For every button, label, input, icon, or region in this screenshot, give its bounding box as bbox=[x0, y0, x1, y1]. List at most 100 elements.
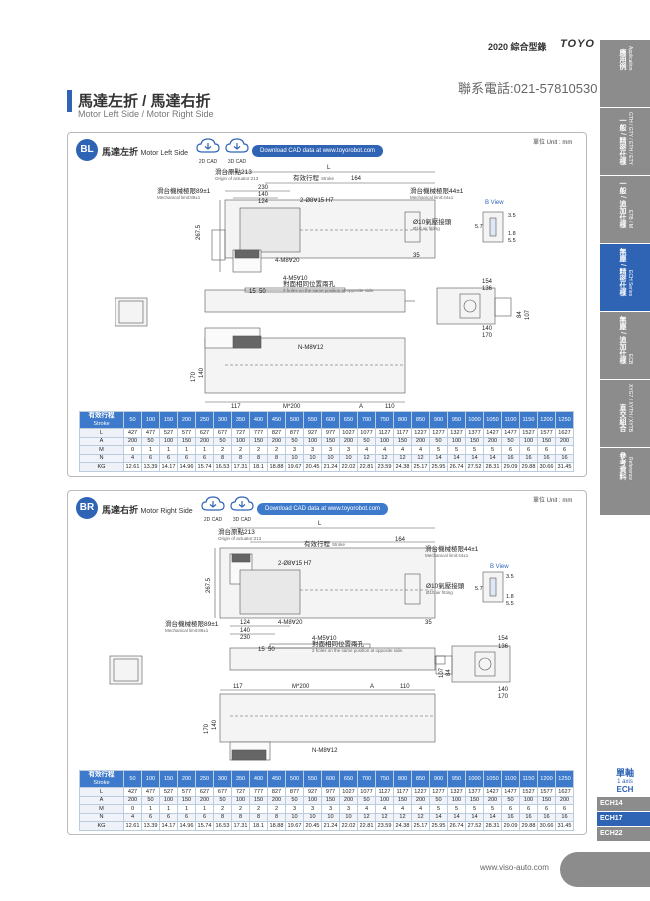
download-cad-link[interactable]: Download CAD data at www.toyorobot.com bbox=[252, 145, 384, 157]
table-cell: 10 bbox=[303, 453, 322, 463]
table-cell: 14 bbox=[483, 812, 502, 822]
sidebar-item-general-precision[interactable]: 一般 / 精密仕樣GTH / GTY / ETH / ETY bbox=[600, 108, 650, 176]
svg-text:230: 230 bbox=[258, 185, 269, 191]
table-cell: 10 bbox=[285, 453, 304, 463]
drawing-br: L 滑台原點213 Origin of actuator:213 有效行程 St… bbox=[109, 521, 514, 761]
sidebar-item-clean-addon[interactable]: 無塵 / 追加仕樣ECB bbox=[600, 312, 650, 380]
table-cell: 20.45 bbox=[303, 462, 322, 472]
table-cell: 3 bbox=[339, 804, 358, 814]
svg-text:140: 140 bbox=[240, 628, 251, 634]
table-cell: 17.31 bbox=[231, 462, 250, 472]
cad-3d-download[interactable]: 3D CAD bbox=[230, 496, 254, 523]
tab-ech22[interactable]: ECH22 bbox=[597, 827, 650, 841]
table-cell: 877 bbox=[285, 787, 304, 797]
table-cell: 21.24 bbox=[321, 821, 340, 831]
table-cell: 12 bbox=[393, 453, 412, 463]
svg-text:170: 170 bbox=[482, 333, 493, 339]
table-cell: 150 bbox=[177, 436, 196, 446]
sidebar-item-clean-precision[interactable]: 無塵 / 精密仕樣ECH Series bbox=[600, 244, 650, 312]
table-cell: 6 bbox=[159, 812, 178, 822]
svg-text:110: 110 bbox=[385, 404, 395, 410]
table-cell: 200 bbox=[555, 795, 574, 805]
table-cell: 29.88 bbox=[519, 462, 538, 472]
svg-text:2-Ø8∀15 H7: 2-Ø8∀15 H7 bbox=[278, 560, 312, 567]
stroke-cell: 700 bbox=[357, 770, 376, 788]
sidebar-item-general-addon[interactable]: 一般 / 追加仕樣ETB / M bbox=[600, 176, 650, 244]
table-cell: 16 bbox=[519, 453, 538, 463]
table-cell: 18.1 bbox=[249, 821, 268, 831]
svg-text:5.5: 5.5 bbox=[506, 601, 514, 607]
table-cell: 777 bbox=[249, 428, 268, 438]
table-cell: 15.74 bbox=[195, 462, 214, 472]
table-cell: 1527 bbox=[519, 428, 538, 438]
table-cell: 50 bbox=[213, 436, 232, 446]
table-cell: 827 bbox=[267, 787, 286, 797]
table-cell: 14.17 bbox=[159, 821, 178, 831]
tab-ech17[interactable]: ECH17 bbox=[597, 812, 650, 826]
stroke-cell: 1150 bbox=[519, 411, 538, 429]
stroke-cell: 800 bbox=[393, 770, 412, 788]
table-cell: 477 bbox=[141, 787, 160, 797]
download-cad-link[interactable]: Download CAD data at www.toyorobot.com bbox=[257, 503, 389, 515]
table-cell: 12 bbox=[375, 812, 394, 822]
cad-3d-download[interactable]: 3D CAD bbox=[225, 138, 249, 165]
svg-text:滑台原點213: 滑台原點213 bbox=[215, 167, 252, 176]
svg-text:滑台機械極限44±1: 滑台機械極限44±1 bbox=[410, 186, 464, 195]
svg-text:Mechanical limit:89±1: Mechanical limit:89±1 bbox=[165, 628, 209, 633]
table-cell: 12 bbox=[357, 453, 376, 463]
stroke-cell: 1100 bbox=[501, 411, 520, 429]
stroke-cell: 1000 bbox=[465, 411, 484, 429]
table-cell: 4 bbox=[123, 812, 142, 822]
cad-2d-download[interactable]: 2D CAD bbox=[196, 138, 220, 165]
table-cell: 677 bbox=[213, 428, 232, 438]
table-cell: 25.17 bbox=[411, 821, 430, 831]
svg-text:170: 170 bbox=[191, 371, 197, 382]
table-cell: 23.59 bbox=[375, 821, 394, 831]
sidebar-item-application[interactable]: 應用例Application bbox=[600, 40, 650, 108]
table-cell: 50 bbox=[429, 436, 448, 446]
svg-text:1.8: 1.8 bbox=[508, 231, 516, 237]
svg-text:B View: B View bbox=[485, 200, 504, 206]
sidebar-item-cartesian[interactable]: 直交組合XYG7 / XYTH / XYTB bbox=[600, 380, 650, 448]
table-cell: 10 bbox=[303, 812, 322, 822]
table-cell: 10 bbox=[339, 453, 358, 463]
table-cell: 3 bbox=[285, 804, 304, 814]
cad-2d-download[interactable]: 2D CAD bbox=[201, 496, 225, 523]
table-cell: 8 bbox=[213, 812, 232, 822]
tab-ech14[interactable]: ECH14 bbox=[597, 797, 650, 811]
stroke-cell: 500 bbox=[285, 770, 304, 788]
svg-text:107: 107 bbox=[525, 309, 531, 320]
table-cell: 4 bbox=[411, 804, 430, 814]
table-cell: 28.31 bbox=[483, 821, 502, 831]
table-cell: 150 bbox=[321, 795, 340, 805]
table-cell: 8 bbox=[249, 812, 268, 822]
table-cell: 150 bbox=[465, 795, 484, 805]
svg-text:4-M8∀20: 4-M8∀20 bbox=[278, 619, 303, 626]
table-cell: 100 bbox=[231, 436, 250, 446]
table-cell: 627 bbox=[195, 428, 214, 438]
table-cell: 50 bbox=[141, 795, 160, 805]
footer-url[interactable]: www.viso-auto.com bbox=[480, 863, 549, 872]
svg-text:267.5: 267.5 bbox=[206, 577, 212, 593]
table-cell: 6 bbox=[555, 445, 574, 455]
table-cell: 5 bbox=[465, 804, 484, 814]
stroke-cell: 550 bbox=[303, 770, 322, 788]
sidebar-item-reference[interactable]: 參考資料Reference bbox=[600, 448, 650, 516]
table-cell: 6 bbox=[177, 453, 196, 463]
stroke-cell: 150 bbox=[159, 411, 178, 429]
svg-text:1.8: 1.8 bbox=[506, 594, 514, 600]
table-cell: 4 bbox=[375, 445, 394, 455]
table-cell: 6 bbox=[141, 812, 160, 822]
svg-text:N-M8∀12: N-M8∀12 bbox=[312, 747, 338, 754]
table-cell: 14 bbox=[447, 812, 466, 822]
svg-text:35: 35 bbox=[425, 620, 432, 626]
table-cell: 22.81 bbox=[357, 821, 376, 831]
table-cell: 1177 bbox=[393, 428, 412, 438]
table-cell: 30.66 bbox=[537, 821, 556, 831]
table-cell: 21.24 bbox=[321, 462, 340, 472]
table-cell: 1577 bbox=[537, 787, 556, 797]
table-cell: 10 bbox=[285, 812, 304, 822]
svg-text:230: 230 bbox=[240, 635, 251, 641]
